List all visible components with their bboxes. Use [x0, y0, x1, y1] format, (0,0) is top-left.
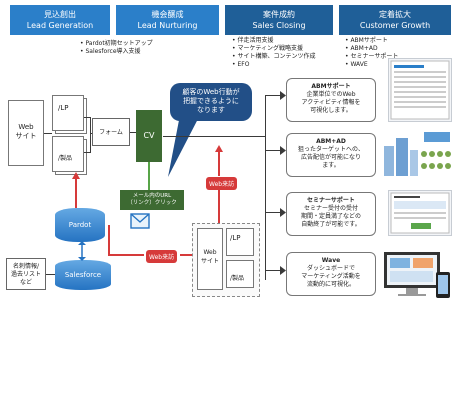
callout-bubble: 顧客のWeb行動が 把握できるように なります: [170, 83, 252, 121]
seminar-page-thumbnail: [388, 190, 452, 236]
service-title: Wave: [321, 257, 341, 264]
service-wave: Wave ダッシュボードで マーケティング活動を 流動的に可視化。: [286, 252, 376, 296]
mail-icon: [130, 213, 150, 229]
bullet: Pardot初期セットアップ: [80, 40, 210, 48]
stage-lead-generation: 見込創出 Lead Generation: [10, 5, 110, 35]
mail-link-label: メール内のURL （リンク）クリック: [120, 190, 184, 210]
bullet: Salesforce導入支援: [80, 48, 210, 56]
bullet: WAVE: [345, 61, 450, 69]
stage-en: Lead Generation: [26, 21, 94, 30]
web-visit-tag-bottom: Web来訪: [146, 250, 178, 263]
service-desc: 狙ったターゲットへの、 広告配信が可能になり ます。: [297, 146, 364, 169]
service-abm-support: ABMサポート 企業単位でのWeb アクティビティ情報を 可視化します。: [286, 78, 376, 122]
callout-tail: [168, 115, 200, 177]
bullet: サイト構築、コンテンツ作成: [232, 53, 342, 61]
bullet: マーケティング戦略支援: [232, 45, 342, 53]
service-title: セミナーサポート: [307, 197, 355, 204]
abm-report-thumbnail: [388, 58, 452, 122]
growth-bullets: ABMサポート ABM+AD セミナーサポート WAVE: [345, 37, 450, 69]
stage-sales-closing: 案件成約 Sales Closing: [225, 5, 333, 35]
service-title: ABM+AD: [316, 138, 346, 145]
service-seminar-support: セミナーサポート セミナー受付の受付 期間・定員満了などの 自動終了が可能です。: [286, 192, 376, 236]
web-site-box-2: Web サイト: [197, 228, 223, 290]
bullet: セミナーサポート: [345, 53, 450, 61]
stage-en: Lead Nurturing: [137, 21, 198, 30]
stage-jp: 機会醸成: [151, 10, 184, 19]
cv-box: CV: [136, 110, 162, 162]
service-title: ABMサポート: [311, 83, 351, 90]
form-box: フォーム: [92, 118, 130, 146]
abm-ad-illustration: [380, 128, 454, 182]
pardot-db: Pardot: [55, 208, 105, 242]
closing-bullets: 伴走活用支援 マーケティング戦略支援 サイト構築、コンテンツ作成 EFO: [232, 37, 342, 69]
product-page-2: /製品: [226, 260, 254, 288]
service-desc: 企業単位でのWeb アクティビティ情報を 可視化します。: [301, 91, 361, 114]
service-desc: セミナー受付の受付 期間・定員満了などの 自動終了が可能です。: [300, 205, 361, 228]
dashboard-devices-illustration: [378, 248, 454, 306]
sync-arrow: [78, 241, 86, 261]
stage-en: Sales Closing: [252, 21, 306, 30]
stage-jp: 定着拡大: [379, 10, 411, 19]
lp-page-2: /LP: [226, 228, 254, 256]
web-site-box: Web サイト: [8, 100, 44, 166]
bullet: ABMサポート: [345, 37, 450, 45]
stage-jp: 案件成約: [263, 10, 295, 19]
product-page: /製品: [52, 136, 84, 172]
bullet: EFO: [232, 61, 342, 69]
card-list-box: 名刺情報/ 過去リスト など: [6, 258, 46, 290]
nurturing-bullets: Pardot初期セットアップ Salesforce導入支援: [80, 40, 210, 56]
stage-lead-nurturing: 機会醸成 Lead Nurturing: [116, 5, 219, 35]
service-desc: ダッシュボードで マーケティング活動を 流動的に可視化。: [301, 265, 361, 288]
service-abm-ad: ABM+AD 狙ったターゲットへの、 広告配信が可能になり ます。: [286, 133, 376, 177]
stage-customer-growth: 定着拡大 Customer Growth: [339, 5, 451, 35]
stage-jp: 見込創出: [44, 10, 76, 19]
bullet: 伴走活用支援: [232, 37, 342, 45]
bullet: ABM+AD: [345, 45, 450, 53]
salesforce-db: Salesforce: [55, 260, 111, 290]
web-visit-tag-top: Web来訪: [206, 177, 238, 190]
lp-page: /LP: [52, 95, 84, 131]
stage-en: Customer Growth: [359, 21, 431, 30]
